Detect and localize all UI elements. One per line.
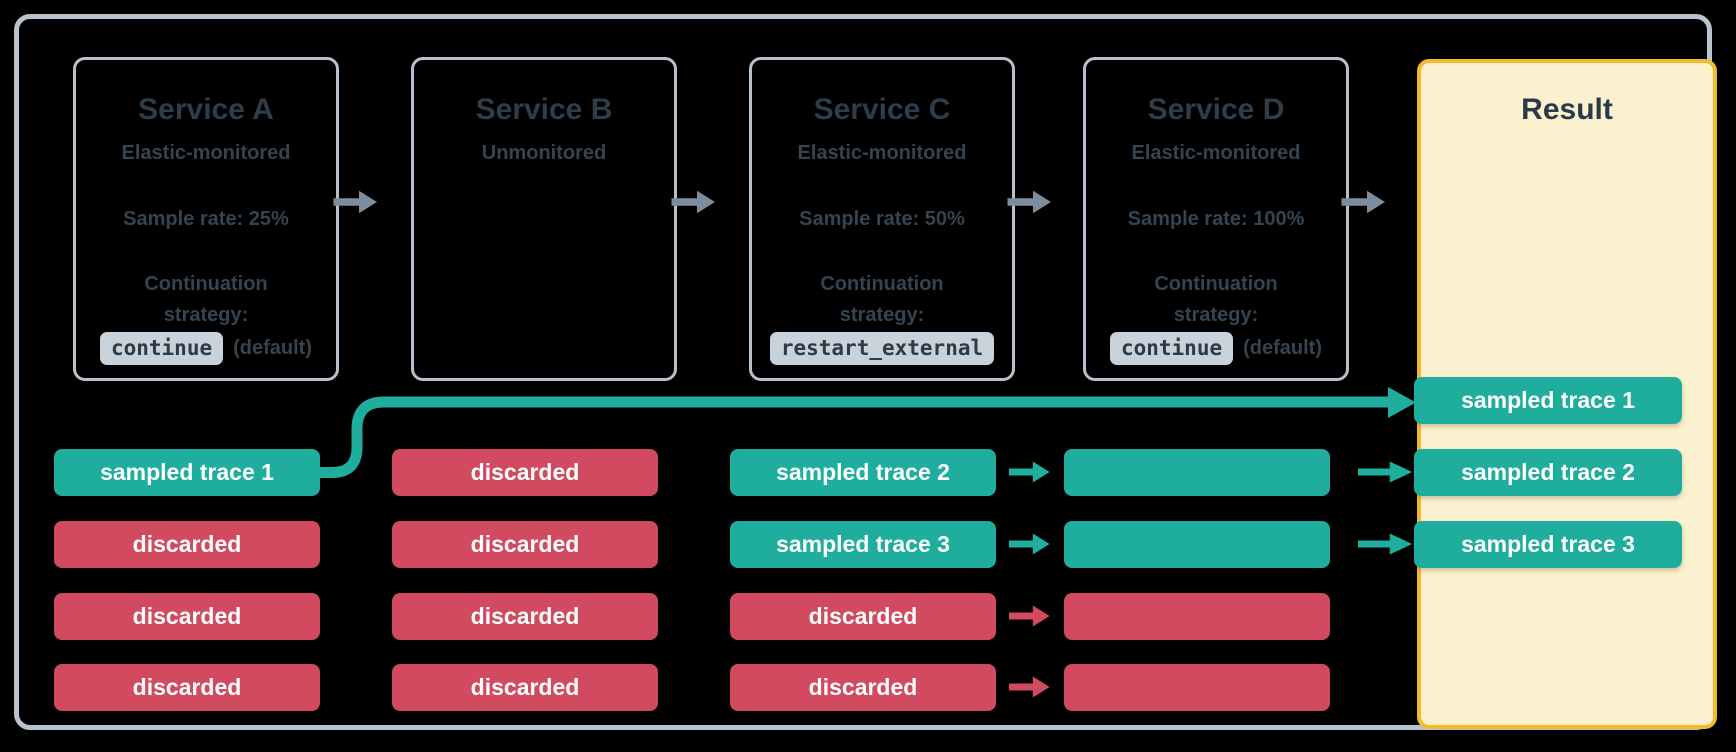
sampled-arrow-icon: [1006, 458, 1054, 486]
result-title: Result: [1521, 93, 1613, 126]
service-b-title: Service B: [475, 93, 613, 126]
trace-bar-discarded: discarded: [392, 521, 658, 568]
trace-bar-sampled: [1064, 521, 1330, 568]
trace-bar-sampled: sampled trace 1: [54, 449, 320, 496]
discarded-arrow-icon: [1006, 673, 1054, 701]
service-d-sample-rate: Sample rate: 100%: [1127, 208, 1305, 230]
trace-bar-sampled: [1064, 449, 1330, 496]
service-a-box: Service A Elastic-monitored Sample rate:…: [73, 57, 339, 381]
service-d-continuation-label: Continuation: [1154, 273, 1278, 295]
service-a-strategy-code-chip: continue: [99, 331, 224, 365]
trace-bar-discarded: discarded: [392, 593, 658, 640]
service-d-strategy-label: strategy:: [1173, 304, 1259, 326]
result-trace-bar: sampled trace 1: [1414, 377, 1682, 424]
trace-bar-discarded: discarded: [730, 664, 996, 711]
trace-bar-discarded: discarded: [392, 449, 658, 496]
service-d-box: Service D Elastic-monitored Sample rate:…: [1083, 57, 1349, 381]
flow-arrow-icon: [333, 187, 379, 217]
service-c-title: Service C: [813, 93, 951, 126]
sampled-arrow-icon: [1006, 530, 1054, 558]
service-d-strategy-note: (default): [1243, 336, 1323, 359]
trace-bar-discarded: discarded: [54, 521, 320, 568]
service-b-box: Service B Unmonitored: [411, 57, 677, 381]
result-trace-bar: sampled trace 3: [1414, 521, 1682, 568]
service-d-strategy-code-chip: continue: [1109, 331, 1234, 365]
flow-arrow-icon: [671, 187, 717, 217]
trace-bar-sampled: sampled trace 3: [730, 521, 996, 568]
service-d-monitoring: Elastic-monitored: [1131, 142, 1301, 164]
service-a-strategy-note: (default): [233, 336, 313, 359]
sampled-arrow-icon: [1358, 458, 1414, 486]
service-a-strategy-label: strategy:: [163, 304, 249, 326]
service-c-continuation-label: Continuation: [820, 273, 944, 295]
service-a-strategy-row: continue (default): [76, 331, 336, 365]
service-a-sample-rate: Sample rate: 25%: [123, 208, 289, 230]
service-a-continuation-label: Continuation: [144, 273, 268, 295]
trace-bar-discarded: discarded: [54, 664, 320, 711]
trace-bar-discarded: discarded: [392, 664, 658, 711]
service-c-monitoring: Elastic-monitored: [797, 142, 967, 164]
service-c-strategy-row: restart_external: [752, 331, 1012, 365]
service-c-sample-rate: Sample rate: 50%: [799, 208, 965, 230]
trace-bar-discarded: discarded: [54, 593, 320, 640]
service-b-monitoring: Unmonitored: [481, 142, 607, 164]
discarded-arrow-icon: [1006, 602, 1054, 630]
service-d-strategy-row: continue (default): [1086, 331, 1346, 365]
flow-arrow-icon: [1007, 187, 1053, 217]
service-a-title: Service A: [138, 93, 274, 126]
service-a-monitoring: Elastic-monitored: [121, 142, 291, 164]
trace-bar-discarded: [1064, 664, 1330, 711]
trace-bar-sampled: sampled trace 2: [730, 449, 996, 496]
trace-bar-discarded: discarded: [730, 593, 996, 640]
service-c-strategy-label: strategy:: [839, 304, 925, 326]
result-trace-bar: sampled trace 2: [1414, 449, 1682, 496]
service-c-strategy-code-chip: restart_external: [769, 331, 995, 365]
service-d-title: Service D: [1147, 93, 1285, 126]
sampled-arrow-icon: [1358, 530, 1414, 558]
trace-bar-discarded: [1064, 593, 1330, 640]
service-c-box: Service C Elastic-monitored Sample rate:…: [749, 57, 1015, 381]
flow-arrow-icon: [1341, 187, 1387, 217]
